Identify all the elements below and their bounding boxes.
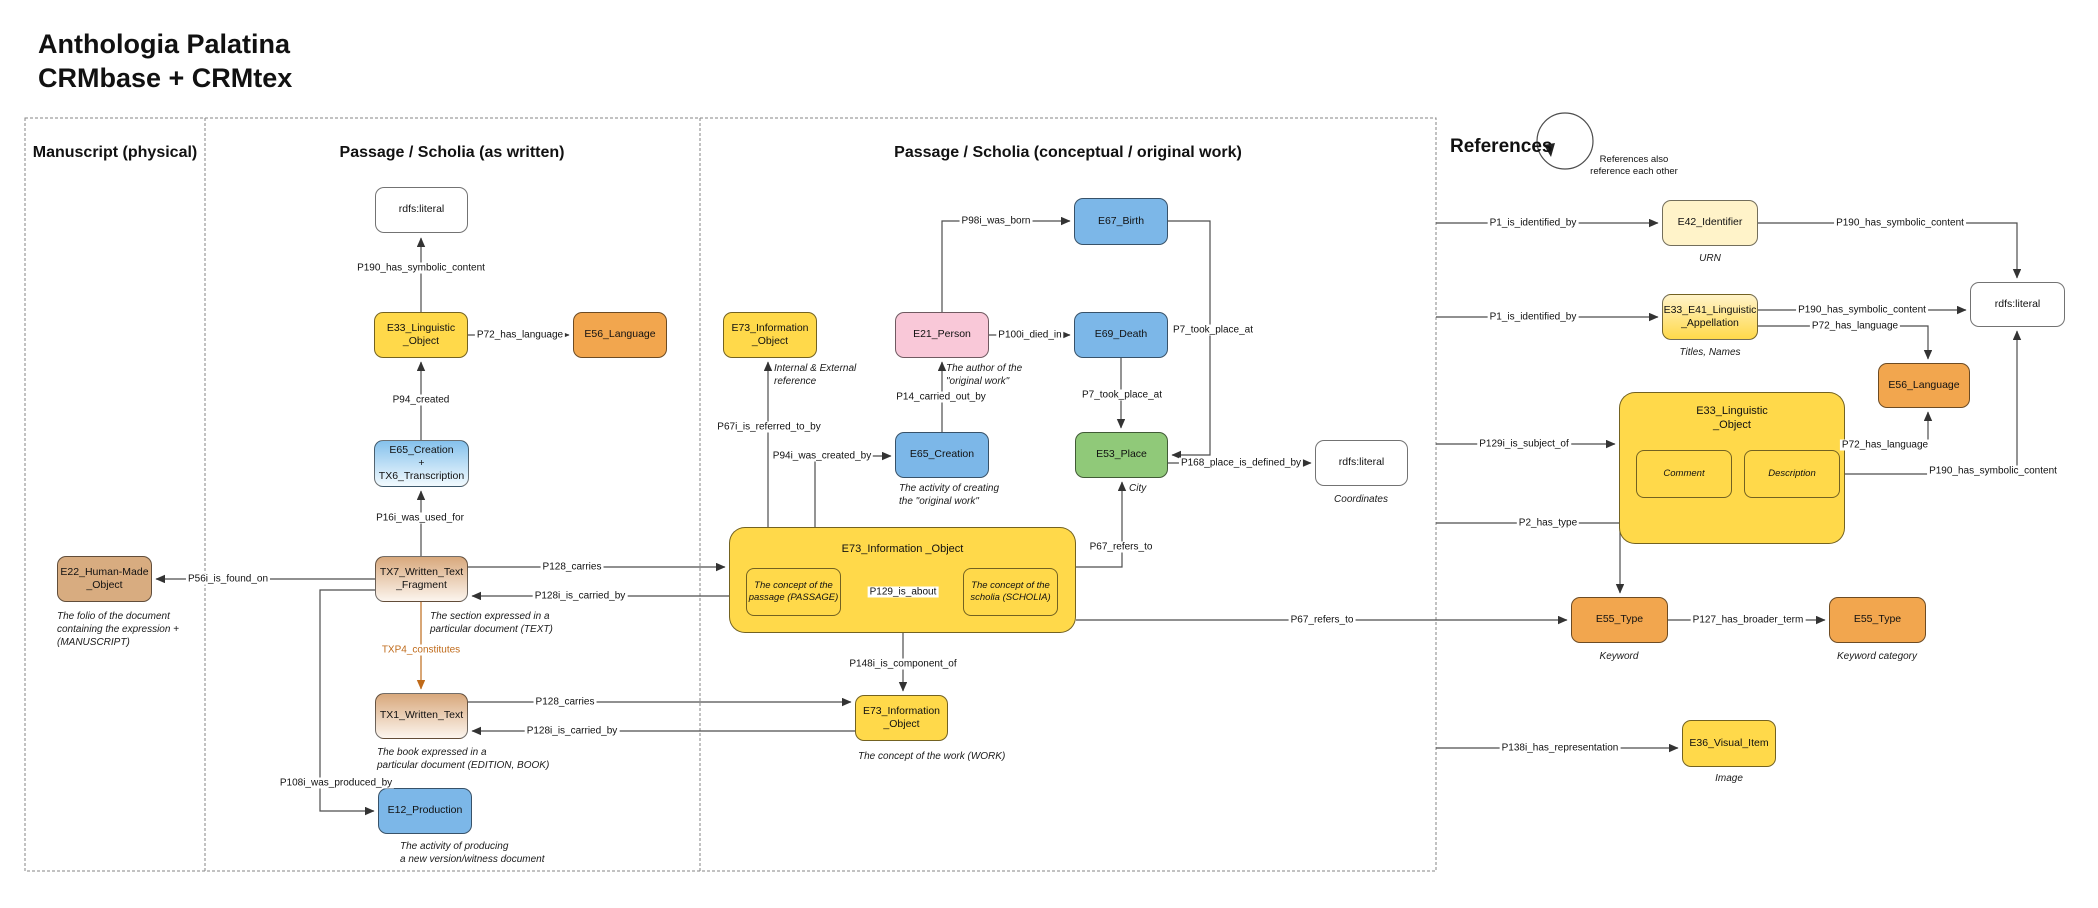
edge-label-p190-s2: P190_has_symbolic_content (355, 262, 487, 274)
node-rdfs-literal-s2[interactable]: rdfs:literal (375, 187, 468, 233)
edge-label-p2: P2_has_type (1516, 517, 1580, 529)
edge-p7-took-place-at-birth (1168, 220, 1211, 460)
edge-p190-symbolic-content-e42 (1758, 222, 2022, 279)
node-e53-place[interactable]: E53_Place (1075, 432, 1168, 478)
node-e12-production[interactable]: E12_Production (378, 788, 472, 834)
node-tx7-written-text-fragment[interactable]: TX7_Written_Text _Fragment (375, 556, 468, 602)
node-e56-language-s2[interactable]: E56_Language (573, 312, 667, 358)
node-e69-death[interactable]: E69_Death (1074, 312, 1168, 358)
node-e65-creation-tx6-transcription[interactable]: E65_Creation + TX6_Transcription (374, 440, 469, 487)
caption-tx7: The section expressed in a particular do… (430, 611, 553, 635)
edge-label-p7-death: P7_took_place_at (1079, 389, 1165, 401)
edge-label-p94i: P94i_was_created_by (770, 450, 874, 462)
caption-coordinates: Coordinates (1334, 494, 1388, 505)
edge-label-p108i: P108i_was_produced_by (277, 777, 395, 789)
caption-work: The concept of the work (WORK) (858, 751, 1006, 762)
edge-label-p56i: P56i_is_found_on (185, 573, 271, 585)
node-rdfs-literal-refs[interactable]: rdfs:literal (1970, 282, 2065, 327)
node-passage-concept[interactable]: The concept of the passage (PASSAGE) (746, 568, 841, 616)
caption-e22: The folio of the document containing the… (57, 611, 180, 648)
caption-keyword: Keyword (1599, 651, 1639, 662)
edge-label-p94: P94_created (390, 394, 452, 406)
node-description[interactable]: Description (1744, 450, 1840, 498)
edge-label-p148i: P148i_is_component_of (847, 658, 959, 670)
edge-label-p190-e42: P190_has_symbolic_content (1834, 217, 1966, 229)
references-self-loop-note: References also reference each other (1590, 154, 1678, 177)
edge-label-p1-urn: P1_is_identified_by (1487, 217, 1579, 229)
node-e65-creation-s3[interactable]: E65_Creation (895, 432, 989, 478)
edge-label-p16i: P16i_was_used_for (374, 512, 466, 524)
caption-urn: URN (1699, 253, 1721, 264)
node-e21-person[interactable]: E21_Person (895, 312, 989, 358)
edge-label-p128i-top: P128i_is_carried_by (532, 590, 628, 602)
node-e73-information-object-reference[interactable]: E73_Information _Object (723, 312, 817, 358)
edge-label-p67-place: P67_refers_to (1087, 541, 1155, 553)
diagram-title: Anthologia Palatina CRMbase + CRMtex (38, 29, 293, 93)
edge-label-txp4: TXP4_constitutes (379, 644, 463, 656)
edge-label-p1-appellation: P1_is_identified_by (1487, 311, 1579, 323)
section-header-references: References (1450, 136, 1553, 157)
edge-label-p127: P127_has_broader_term (1690, 614, 1806, 626)
edge-label-p138i: P138i_has_representation (1499, 742, 1621, 754)
edge-label-p190-e33e41: P190_has_symbolic_content (1796, 304, 1928, 316)
edge-label-p128-carries-bottom: P128_carries (533, 696, 597, 708)
caption-e53-city: City (1129, 483, 1147, 494)
caption-e21: The author of the "original work" (946, 363, 1023, 387)
section-borders (24, 117, 1437, 872)
caption-image: Image (1715, 773, 1743, 784)
node-e33-linguistic-object-s2[interactable]: E33_Linguistic _Object (374, 312, 468, 358)
node-e36-visual-item[interactable]: E36_Visual_Item (1682, 720, 1776, 767)
caption-e73-reference: Internal & External reference (774, 363, 857, 387)
edge-label-p72-s2: P72_has_language (474, 329, 566, 341)
node-e55-type-keyword-category[interactable]: E55_Type (1829, 597, 1926, 643)
edge-label-p67-type: P67_refers_to (1288, 614, 1356, 626)
node-e42-identifier[interactable]: E42_Identifier (1662, 200, 1758, 246)
edge-label-p129: P129_is_about (867, 586, 939, 598)
edge-label-p67i: P67i_is_referred_to_by (715, 421, 823, 433)
node-e33-refs-label: E33_Linguistic _Object (1696, 405, 1768, 431)
node-e67-birth[interactable]: E67_Birth (1074, 198, 1168, 245)
node-rdfs-literal-coordinates[interactable]: rdfs:literal (1315, 440, 1408, 486)
node-e22-human-made-object[interactable]: E22_Human-Made _Object (57, 556, 152, 602)
edge-label-p129i: P129i_is_subject_of (1477, 438, 1571, 450)
edge-label-p100i: P100i_died_in (996, 329, 1064, 341)
node-scholia-concept[interactable]: The concept of the scholia (SCHOLIA) (963, 568, 1058, 616)
edge-label-p190-refs: P190_has_symbolic_content (1927, 465, 2059, 477)
edge-label-p128-carries-top: P128_carries (540, 561, 604, 573)
edge-p67-refers-to-place (1076, 481, 1127, 568)
node-comment[interactable]: Comment (1636, 450, 1732, 498)
section-header-as-written: Passage / Scholia (as written) (339, 144, 565, 161)
edge-label-p128i-bottom: P128i_is_carried_by (524, 725, 620, 737)
caption-keyword-category: Keyword category (1836, 651, 1918, 662)
caption-e65-s3: The activity of creating the "original w… (899, 483, 1000, 507)
edge-label-p98i: P98i_was_born (959, 215, 1033, 227)
edge-p2-has-type (1436, 522, 1625, 594)
edge-label-p72-refs: P72_has_language (1839, 439, 1931, 451)
section-header-conceptual: Passage / Scholia (conceptual / original… (894, 144, 1242, 161)
node-tx1-written-text[interactable]: TX1_Written_Text (375, 693, 468, 739)
section-header-manuscript: Manuscript (physical) (32, 144, 198, 161)
edge-p98i-was-born (941, 216, 1071, 312)
edge-label-p7-birth: P7_took_place_at (1170, 324, 1256, 336)
caption-titles-names: Titles, Names (1679, 347, 1741, 358)
caption-e12: The activity of producing a new version/… (400, 841, 545, 865)
node-e56-language-refs[interactable]: E56_Language (1878, 363, 1970, 408)
node-e55-type-keyword[interactable]: E55_Type (1571, 597, 1668, 643)
node-e33-e41-linguistic-appellation[interactable]: E33_E41_Linguistic _Appellation (1662, 294, 1758, 340)
edge-label-p72-e33e41: P72_has_language (1809, 320, 1901, 332)
node-e73-big-label: E73_Information _Object (841, 543, 964, 555)
caption-tx1: The book expressed in a particular docum… (377, 747, 550, 771)
node-e73-information-object-work[interactable]: E73_Information _Object (855, 695, 948, 741)
edge-label-p168: P168_place_is_defined_by (1178, 457, 1304, 469)
edge-label-p14: P14_carried_out_by (894, 391, 988, 403)
